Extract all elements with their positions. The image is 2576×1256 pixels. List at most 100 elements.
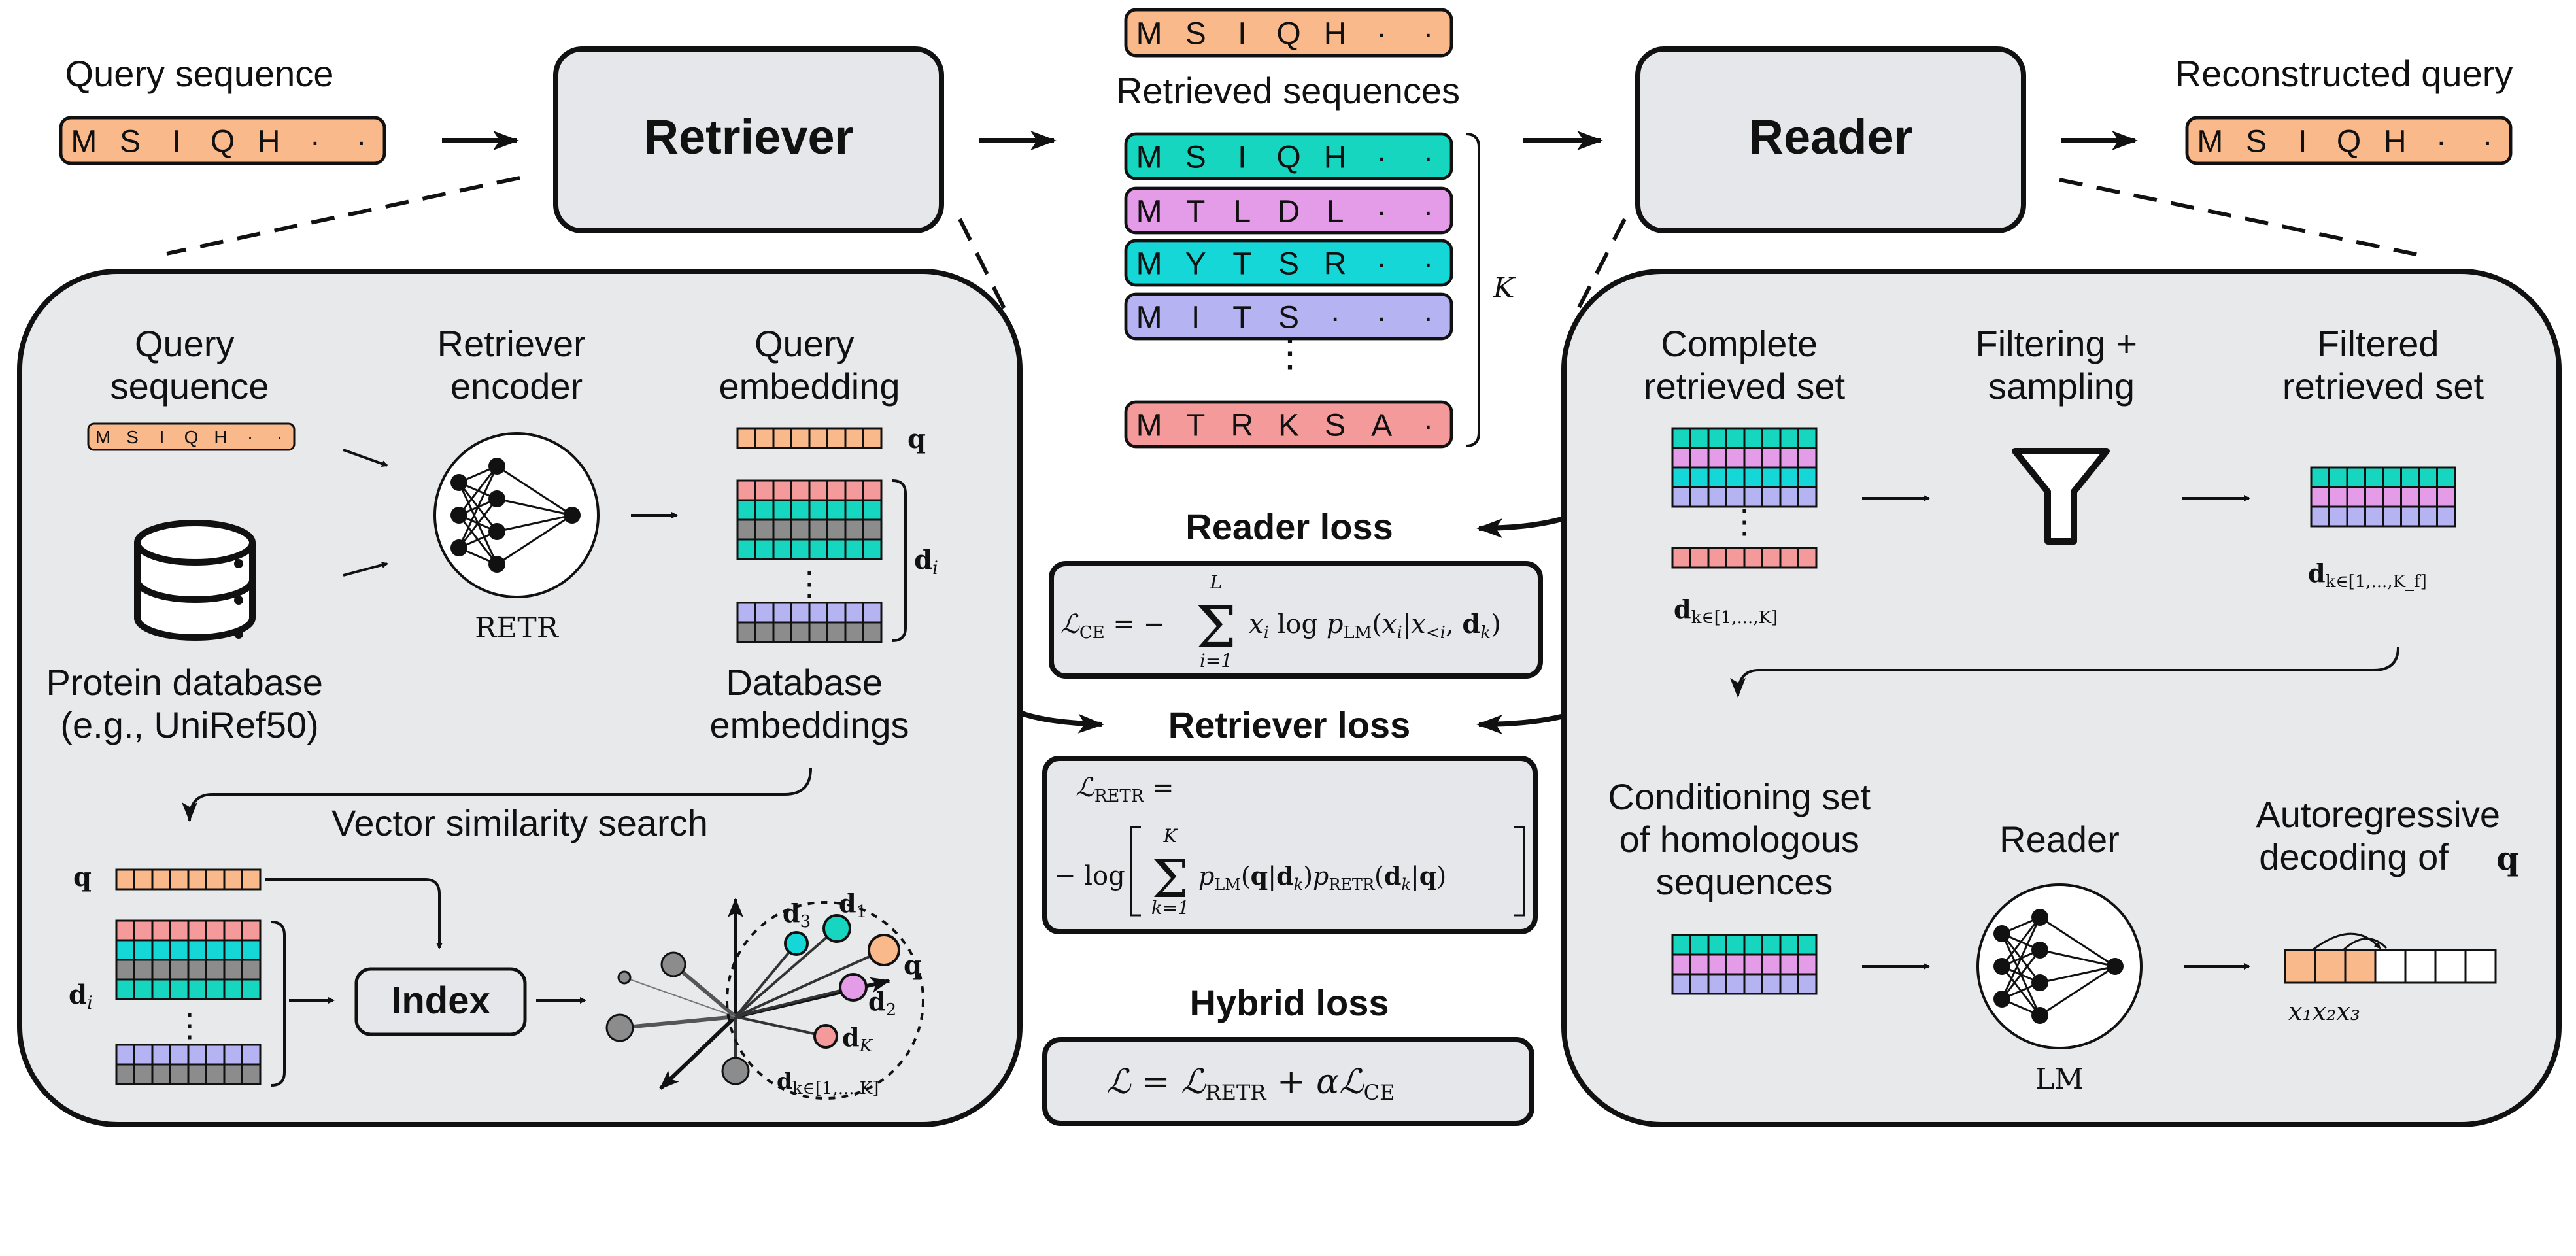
recon-seq-token: I — [2298, 124, 2307, 159]
query-seq-token: I — [172, 124, 180, 159]
filtering-label: Filtering + sampling — [1976, 323, 2148, 407]
retriever-loss-title: Retriever loss — [1168, 704, 1410, 745]
retrieved-seq-token: · — [1330, 300, 1340, 335]
index-box — [354, 967, 527, 1036]
recon-seq-token: S — [2246, 124, 2267, 159]
retrieved-seq-token: M — [1136, 246, 1162, 281]
conditioning-set-label: Conditioning set of homologous sequences — [1608, 776, 1880, 902]
reader-box — [1635, 46, 2026, 233]
svg-text:Σ: Σ — [1152, 849, 1189, 909]
q-symbol: q — [907, 424, 926, 454]
small-seq-token: S — [126, 427, 139, 447]
retrieved-seq-token: T — [1186, 408, 1205, 443]
zoom-line-right-b — [2059, 178, 2420, 257]
label-q-point: q — [904, 950, 922, 981]
decode-cell — [2314, 949, 2347, 984]
retrieved-seq-token: · — [1376, 140, 1387, 175]
vector-space-plot — [605, 898, 924, 1100]
arrow-seq-to-encoder — [343, 449, 388, 467]
top-seq-token: H — [1324, 16, 1347, 51]
query-seq-token: · — [356, 124, 367, 159]
filtered-set-caption: dk∈[1,...,K_f] — [2308, 558, 2427, 592]
db-embedding-rows-bottom — [736, 602, 883, 643]
database-embeddings-label: Database embeddings — [709, 662, 909, 745]
query-seq-token: M — [71, 124, 97, 159]
zoom-line-left-a — [166, 176, 520, 256]
vertical-ellipsis: ⋮ — [1270, 331, 1310, 375]
query-seq-token: S — [120, 124, 141, 159]
decode-cell — [2434, 949, 2467, 984]
query-embedding-row — [736, 427, 883, 449]
arrow-db-to-encoder — [343, 562, 388, 577]
retrieved-seq-token: · — [1376, 246, 1387, 281]
complete-set-label: Complete retrieved set — [1644, 323, 1846, 407]
label-d1: d1 — [839, 889, 867, 922]
decode-arc-1 — [2312, 932, 2381, 951]
k-label: K — [1493, 271, 1516, 305]
vss-bracket — [271, 921, 286, 1087]
retrieved-seq-token: Q — [1276, 140, 1300, 175]
vector-search-label: Vector similarity search — [331, 802, 708, 843]
filtered-set-label: Filtered retrieved set — [2282, 323, 2484, 407]
conditioning-set-grid — [1671, 934, 1818, 995]
hybrid-loss-title: Hybrid loss — [1190, 982, 1389, 1023]
recon-seq-token: · — [2483, 124, 2493, 159]
lm-caption: LM — [2035, 1062, 2084, 1096]
decode-cell — [2374, 949, 2407, 984]
small-seq-token: H — [214, 427, 227, 447]
vss-db-rows — [115, 919, 262, 1000]
retrieved-seq-token: · — [1423, 140, 1433, 175]
retrieved-seq-token: T — [1232, 300, 1251, 335]
retriever-encoder-label: Retriever encoder — [437, 323, 596, 407]
retrieved-seq-token: A — [1371, 408, 1392, 443]
complete-set-last-row — [1671, 547, 1818, 569]
decode-cell — [2464, 949, 2497, 984]
retrieved-seq-token: M — [1136, 140, 1162, 175]
recon-seq-token: M — [2197, 124, 2223, 159]
retrieved-seq-token: S — [1325, 408, 1346, 443]
autoregressive-label: Autoregressive decoding of — [2256, 794, 2510, 877]
query-seq-token: · — [310, 124, 320, 159]
retrieved-seq-token: S — [1185, 140, 1206, 175]
filtered-set-grid — [2310, 466, 2456, 528]
svg-text:xi log pLM(xi|x<i, dk): xi log pLM(xi|x<i, dk) — [1249, 609, 1501, 643]
retrieved-seq-token: L — [1234, 194, 1251, 229]
query-seq-token: H — [258, 124, 280, 159]
label-d3: d3 — [783, 898, 811, 932]
retrieved-seq-token: K — [1278, 408, 1299, 443]
vector-search-grids — [115, 868, 262, 1085]
arrow-to-vector-search — [182, 768, 812, 822]
complete-set-ellipsis: ⋮ — [1728, 503, 1761, 540]
retrieved-seq-token: · — [1376, 300, 1387, 335]
zoom-line-left-b — [958, 218, 1009, 315]
decode-cell — [2284, 949, 2316, 984]
query-embedding-label: Query embedding — [719, 323, 900, 407]
embedding-grids — [736, 427, 883, 643]
reader-loss-title: Reader loss — [1185, 506, 1393, 547]
retrieved-seq-token: M — [1136, 300, 1162, 335]
vss-d-i-symbol: di — [69, 979, 93, 1013]
hybrid-loss-box — [1042, 1037, 1534, 1126]
retrieved-seq-token: · — [1376, 194, 1387, 229]
index-label: Index — [391, 979, 490, 1022]
svg-text:L: L — [1210, 571, 1223, 593]
small-seq-token: M — [95, 427, 110, 447]
protein-database-label: Protein database (e.g., UniRef50) — [46, 662, 333, 745]
decode-arc-2 — [2342, 938, 2388, 951]
reader-loss-box — [1049, 561, 1543, 679]
reader-title: Reader — [1749, 110, 1913, 164]
reconstructed-query-label: Reconstructed query — [2175, 53, 2513, 94]
recon-seq-token: H — [2384, 124, 2407, 159]
right-panel-grids — [1671, 427, 2456, 995]
svg-text:ℒCE = −: ℒCE = − — [1060, 609, 1165, 643]
arrow-filtered-to-conditioning — [1730, 647, 2399, 698]
retrieved-seq-token: · — [1423, 246, 1433, 281]
top-seq-token: · — [1376, 16, 1387, 51]
